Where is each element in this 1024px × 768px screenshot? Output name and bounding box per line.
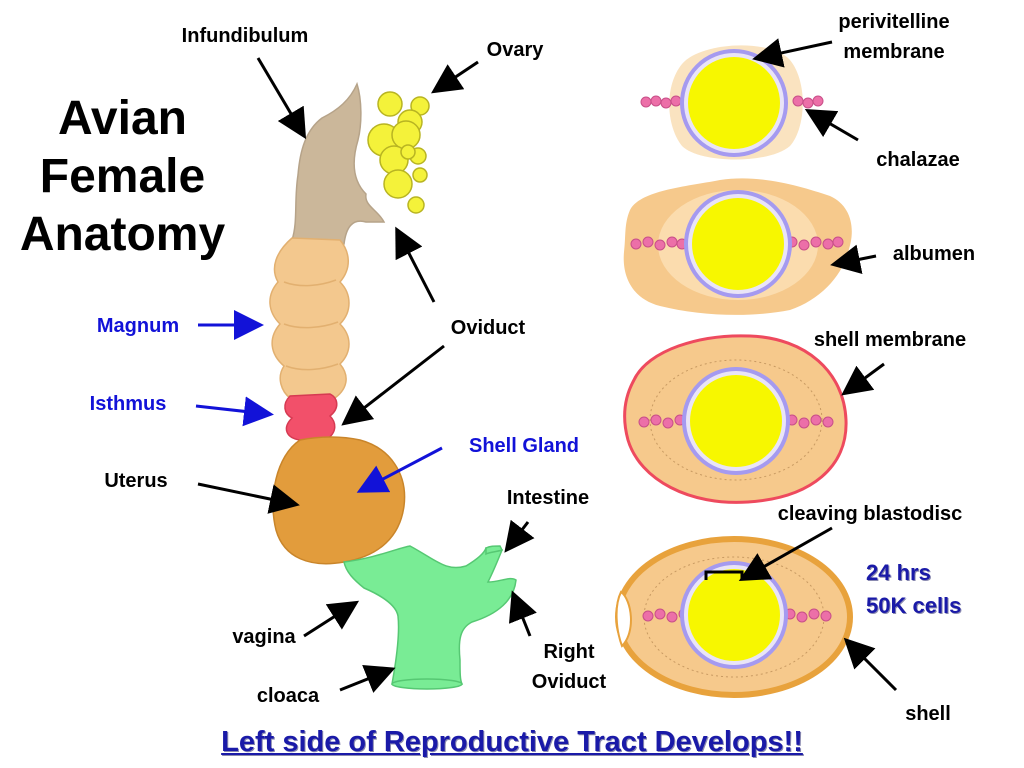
albumen-label: albumen <box>893 243 975 265</box>
title-line-3: Anatomy <box>19 208 226 261</box>
title-line-1: Avian <box>58 92 187 145</box>
perivitelline-label-line1: perivitelline <box>838 11 949 33</box>
ovary-follicles <box>367 91 430 214</box>
right-oviduct-label-line2: Oviduct <box>532 671 607 693</box>
infundibulum-label: Infundibulum <box>182 25 309 47</box>
timing-note-line-2: 50K cells <box>866 593 962 618</box>
magnum-label: Magnum <box>97 315 179 337</box>
pointer-arrows <box>197 38 898 693</box>
timing-note-line-1: 24 hrs <box>866 560 931 585</box>
magnum-fold-lines <box>283 279 339 371</box>
timing-note: 24 hrs 50K cells <box>866 556 1016 622</box>
cleaving-blastodisc-label: cleaving blastodisc <box>778 503 963 525</box>
infundibulum-shape <box>290 81 386 245</box>
oviduct-label: Oviduct <box>451 317 526 339</box>
shell-membrane-label: shell membrane <box>814 329 966 351</box>
right-oviduct-label-line1: Right <box>543 641 594 663</box>
perivitelline-label-line2: membrane <box>843 41 944 63</box>
intestine-label: Intestine <box>507 487 589 509</box>
footer-caption: Left side of Reproductive Tract Develops… <box>221 726 803 758</box>
ovary-label: Ovary <box>487 39 545 61</box>
isthmus-shape <box>284 393 338 441</box>
intestine-tube <box>485 545 504 556</box>
egg-stage-4 <box>615 536 853 698</box>
egg-stage-3 <box>623 334 848 504</box>
shell-label: shell <box>905 703 951 725</box>
cloaca-label: cloaca <box>257 685 320 707</box>
isthmus-label: Isthmus <box>90 393 167 415</box>
vagina-cloaca-shape <box>343 545 517 688</box>
cloaca-opening <box>391 678 463 690</box>
blue-pointer-arrows <box>195 310 443 493</box>
chalazae-label: chalazae <box>876 149 959 171</box>
uterus-shape <box>272 436 406 565</box>
title-line-2: Female <box>39 150 206 203</box>
page-title: Avian Female Anatomy <box>10 90 235 264</box>
egg-stage-2 <box>623 178 852 315</box>
shell-gland-label: Shell Gland <box>469 435 579 457</box>
egg-stage-1 <box>640 45 824 160</box>
vagina-label: vagina <box>232 626 296 648</box>
uterus-label: Uterus <box>104 470 167 492</box>
magnum-shape <box>269 237 350 401</box>
